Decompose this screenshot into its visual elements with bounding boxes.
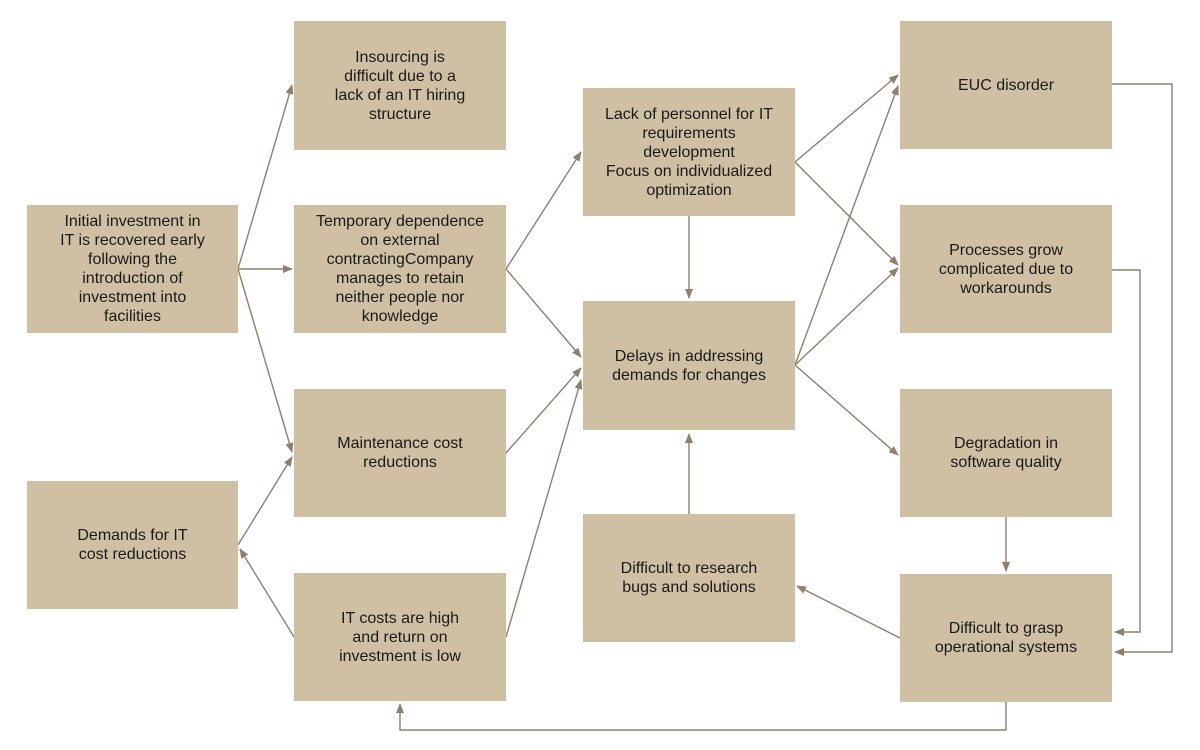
arrow-initial-to-insourcing — [237, 84, 294, 270]
node-degradation-quality: Degradation in software quality — [900, 389, 1112, 517]
node-demands-cost-reductions: Demands for IT cost reductions — [27, 481, 238, 609]
arrow-processes-to-grasp — [1112, 269, 1141, 636]
node-euc-disorder: EUC disorder — [900, 21, 1112, 149]
arrow-initial-to-maintenance — [237, 268, 294, 453]
arrow-grasp-to-itcosts — [396, 702, 1007, 731]
arrow-lack-to-processes — [794, 161, 899, 266]
node-difficult-grasp: Difficult to grasp operational systems — [900, 574, 1112, 702]
arrow-delays-to-processes — [794, 267, 899, 366]
arrow-temporary-to-lack — [505, 151, 582, 270]
arrow-itcosts-to-demands — [239, 548, 295, 638]
arrow-maintenance-to-delays — [505, 367, 582, 454]
node-maintenance-cost: Maintenance cost reductions — [294, 389, 506, 517]
node-initial-investment: Initial investment in IT is recovered ea… — [27, 205, 238, 333]
arrow-demands-to-maintenance — [237, 456, 293, 546]
arrow-lack-to-euc — [794, 74, 899, 163]
arrow-itcosts-to-delays — [505, 379, 583, 638]
arrow-temporary-to-delays — [505, 268, 582, 358]
node-processes-grow: Processes grow complicated due to workar… — [900, 205, 1112, 333]
node-temporary-dependence: Temporary dependence on external contrac… — [294, 205, 506, 333]
arrow-delays-to-degradation — [794, 364, 899, 456]
node-insourcing-difficult: Insourcing is difficult due to a lack of… — [294, 21, 506, 150]
node-delays-addressing: Delays in addressing demands for changes — [583, 301, 795, 430]
arrow-euc-to-grasp — [1112, 83, 1173, 656]
arrow-delays-to-euc — [794, 85, 899, 366]
arrow-grasp-to-research — [796, 585, 901, 639]
node-lack-of-personnel: Lack of personnel for IT requirements de… — [583, 88, 795, 216]
node-it-costs-high: IT costs are high and return on investme… — [294, 573, 506, 701]
node-difficult-research: Difficult to research bugs and solutions — [583, 514, 795, 642]
